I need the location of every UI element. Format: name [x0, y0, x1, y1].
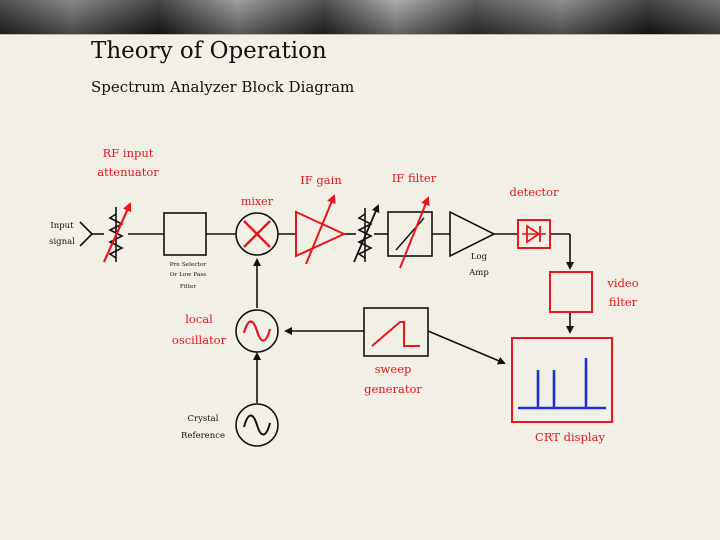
local-oscillator-label-line1: local [185, 312, 213, 326]
sweep-generator-label-line2: generator [364, 382, 422, 396]
log-amp-label-line2: Amp [468, 268, 489, 278]
crystal-reference-symbol [236, 404, 278, 446]
pre-selector-label-line3: Filter [180, 284, 196, 290]
if-gain-amplifier-symbol [296, 196, 344, 264]
if-filter-symbol [388, 198, 432, 268]
signal-path-wires [80, 222, 570, 403]
log-amp-symbol [450, 212, 494, 256]
crt-display-symbol [512, 338, 612, 422]
video-filter-box [550, 272, 592, 312]
detector-symbol [518, 220, 550, 248]
if-filter-label: IF filter [392, 171, 437, 185]
crystal-reference-label-line2: Reference [181, 431, 225, 441]
rf-attenuator-symbol [104, 204, 130, 262]
if-gain-label: IF gain [300, 173, 342, 187]
detector-label: detector [509, 185, 559, 199]
rf-attenuator-label-line1: RF input [103, 146, 154, 160]
log-amp-label-line1: Log [471, 252, 488, 262]
crystal-reference-label-line1: Crystal [188, 414, 219, 424]
rf-attenuator-label-line2: attenuator [97, 165, 159, 179]
local-oscillator-label-line2: oscillator [172, 333, 227, 347]
pre-selector-filter-box [164, 213, 206, 255]
video-filter-label-line1: video [606, 276, 638, 290]
input-signal-label-line1: Input [50, 221, 74, 231]
sweep-generator-symbol [364, 308, 428, 356]
crt-display-label: CRT display [535, 430, 605, 444]
video-filter-label-line2: filter [609, 295, 638, 309]
mixer-symbol [236, 213, 278, 255]
pre-selector-label-line2: Or Low Pass [170, 272, 207, 278]
sweep-generator-label-line1: sweep [375, 362, 412, 376]
local-oscillator-symbol [236, 310, 278, 352]
pre-selector-label-line1: Pre Selector [170, 262, 207, 268]
mixer-label: mixer [241, 195, 274, 208]
input-signal-label-line2: signal [49, 237, 75, 247]
